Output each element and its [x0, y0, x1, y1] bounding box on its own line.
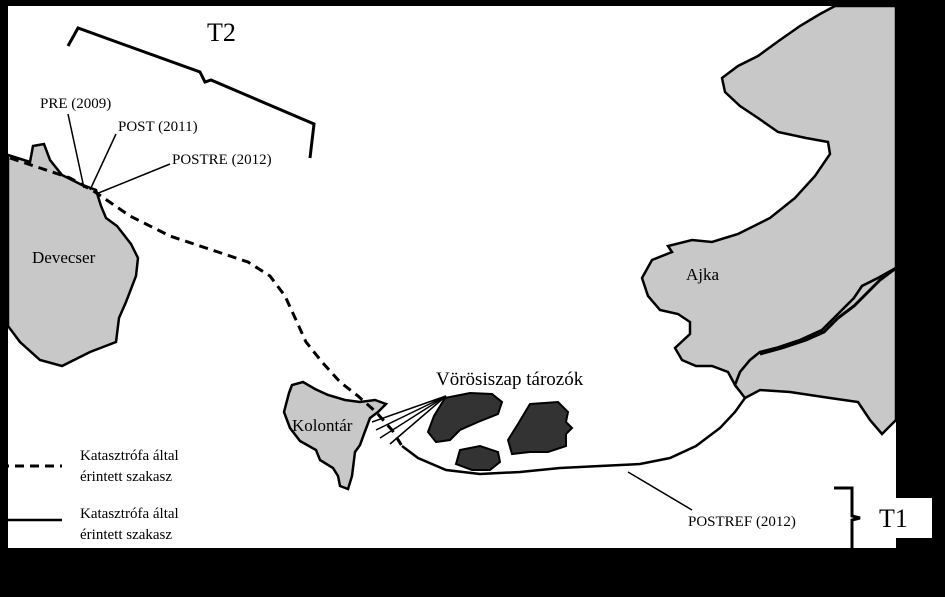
ajka-east-area [733, 265, 898, 436]
reservoir-arrows [371, 395, 447, 445]
kolontar-label: Kolontár [292, 416, 353, 435]
site-pre-label: PRE (2009) [40, 96, 112, 112]
legend-solid-line2: érintett szakasz [80, 527, 173, 543]
site-postref-label: POSTREF (2012) [688, 514, 796, 530]
section-t1-label: T1 [879, 504, 908, 533]
t1-label-box [855, 498, 932, 538]
pre-pointer [67, 113, 85, 189]
post-pointer [89, 133, 117, 191]
site-postre-label: POSTRE (2012) [172, 152, 272, 168]
reservoir-1 [426, 391, 504, 444]
devecser-label: Devecser [32, 248, 96, 267]
devecser-area [6, 142, 140, 368]
legend-solid-line1: Katasztrófa által [80, 506, 179, 522]
legend-dashed-text: Katasztrófa által érintett szakasz [80, 446, 179, 488]
stream-affected-dashed [9, 156, 404, 447]
legend-dashed-line1: Katasztrófa által [80, 448, 179, 464]
kolontar-area [282, 380, 389, 491]
postre-pointer [95, 163, 171, 195]
stream-solid [401, 397, 747, 476]
t1-bracket [834, 486, 861, 552]
reservoirs-label: Vörösiszap tározók [436, 369, 584, 390]
section-t2-label: T2 [207, 18, 236, 47]
site-post-label: POST (2011) [118, 119, 198, 135]
postref-pointer [627, 471, 693, 511]
legend-solid-text: Katasztrófa által érintett szakasz [80, 504, 179, 546]
ajka-label: Ajka [686, 265, 720, 284]
legend-dashed-line2: érintett szakasz [80, 469, 173, 485]
ajka-border [759, 266, 897, 356]
reservoir-2 [506, 400, 574, 456]
reservoir-3 [454, 444, 502, 471]
t2-bracket [66, 26, 316, 159]
